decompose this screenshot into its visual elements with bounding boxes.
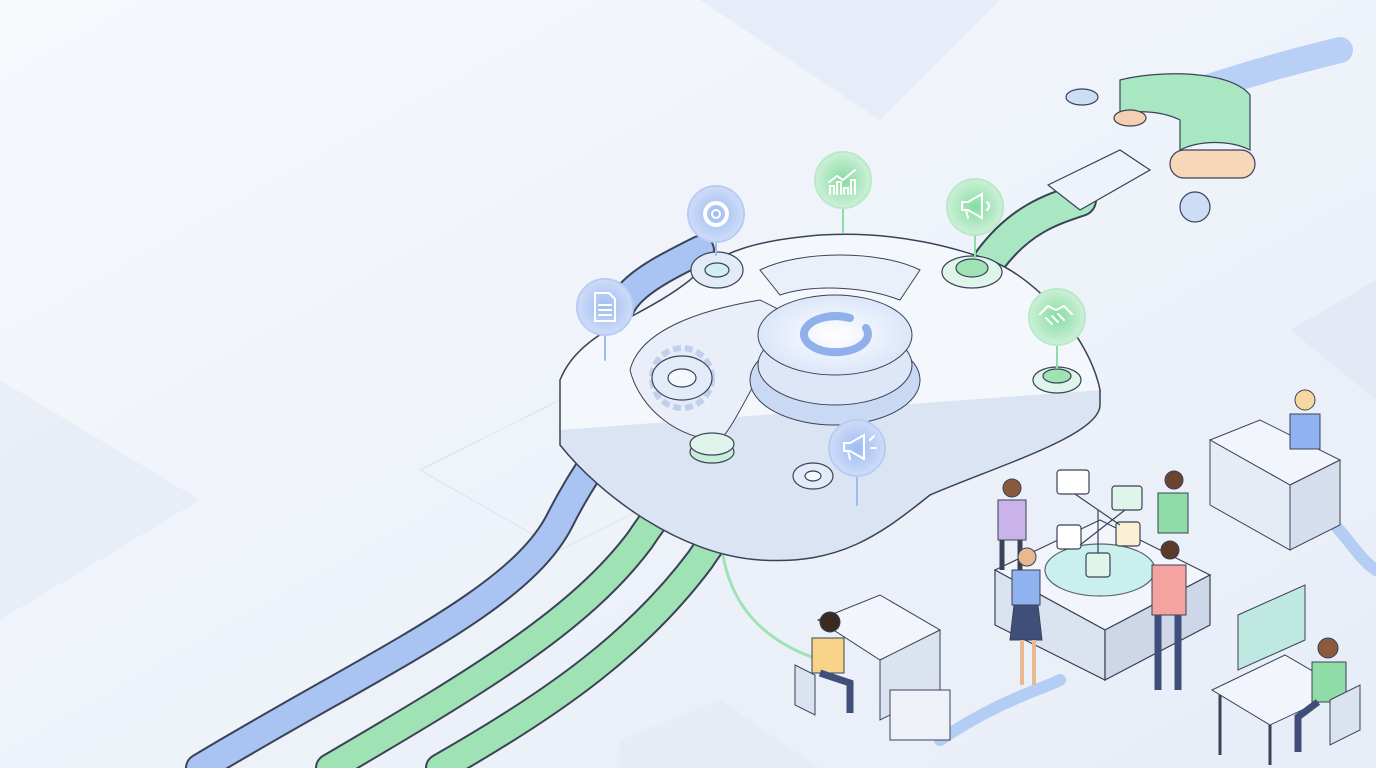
gear-icon bbox=[649, 345, 715, 411]
megaphone-icon bbox=[828, 419, 886, 477]
gears bbox=[649, 251, 1082, 490]
person bbox=[1289, 389, 1321, 450]
gear-icon bbox=[687, 185, 745, 243]
chair bbox=[1329, 684, 1361, 746]
desk bbox=[816, 594, 951, 741]
disc bbox=[689, 432, 735, 464]
handshake-icon bbox=[1028, 288, 1086, 346]
gear-icon bbox=[690, 251, 744, 289]
disc bbox=[941, 255, 1003, 289]
loading-ring-icon bbox=[799, 312, 872, 357]
gear-icon bbox=[792, 462, 834, 490]
chair bbox=[794, 664, 816, 716]
person bbox=[1157, 470, 1189, 534]
people bbox=[794, 389, 1361, 765]
document-icon bbox=[576, 278, 634, 336]
megaphone-icon bbox=[946, 178, 1004, 236]
outlet-machine bbox=[1046, 73, 1256, 223]
person bbox=[1294, 637, 1347, 752]
person bbox=[997, 478, 1027, 570]
person bbox=[811, 611, 854, 713]
central-hub bbox=[749, 294, 921, 426]
person bbox=[1009, 547, 1043, 685]
disc bbox=[1032, 366, 1082, 394]
desk bbox=[1208, 419, 1342, 551]
floating-cards bbox=[1056, 469, 1143, 578]
person bbox=[1151, 540, 1187, 690]
monitor bbox=[1237, 584, 1306, 671]
icon-bubbles bbox=[576, 151, 1086, 506]
